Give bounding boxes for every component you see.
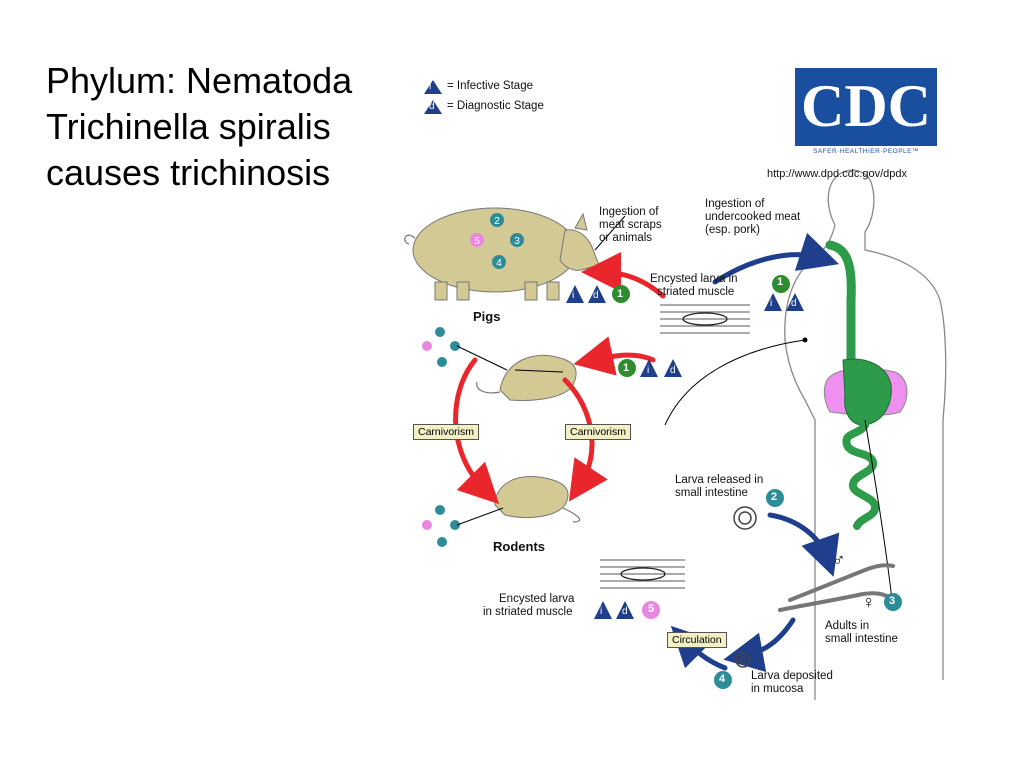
label-pigs: Pigs bbox=[473, 309, 501, 324]
muscle-tissue-bottom bbox=[600, 559, 685, 589]
label-carnivorism-right: Carnivorism bbox=[565, 424, 632, 440]
life-cycle-diagram: 2 3 4 5 bbox=[395, 60, 950, 710]
stage-pig-d: d bbox=[593, 290, 599, 301]
stage-bottom-i: i bbox=[600, 606, 603, 617]
label-adults-1: Adults in bbox=[825, 620, 870, 632]
pointer-lines bbox=[514, 215, 893, 601]
intestine-shape bbox=[842, 421, 880, 530]
muscle-tissue-top bbox=[660, 304, 750, 334]
stage-circle-2 bbox=[766, 489, 784, 507]
stage-human-i: i bbox=[770, 298, 773, 309]
diagram-graphics: 2 3 4 5 bbox=[404, 169, 947, 700]
label-ingestion-scraps-2: meat scraps bbox=[599, 219, 662, 231]
stage-bottom-d: d bbox=[622, 606, 628, 617]
legend-diagnostic-label: = Diagnostic Stage bbox=[447, 100, 544, 112]
stage-2-label: 2 bbox=[771, 491, 778, 503]
label-rodents: Rodents bbox=[493, 539, 545, 554]
adult-worms bbox=[778, 563, 895, 612]
male-symbol: ♂ bbox=[832, 550, 846, 570]
legend-diagnostic-symbol: d bbox=[429, 101, 435, 112]
label-larva-deposited-1: Larva deposited bbox=[751, 670, 833, 682]
label-encysted-top-2: striated muscle bbox=[657, 286, 735, 298]
label-encysted-bottom-2: in striated muscle bbox=[483, 606, 573, 618]
stage-rodent-i: i bbox=[647, 365, 650, 376]
deposited-larva bbox=[735, 652, 751, 668]
rodent-illustration-2 bbox=[494, 476, 581, 523]
stage-pig-1: 1 bbox=[617, 288, 624, 300]
svg-text:5: 5 bbox=[474, 236, 480, 247]
label-carnivorism-left: Carnivorism bbox=[413, 424, 480, 440]
stage-human-d: d bbox=[791, 298, 797, 309]
esophagus-shape bbox=[825, 240, 856, 365]
label-ingestion-scraps-3: or animals bbox=[599, 232, 653, 244]
cdc-logo: CDC SAFER·HEALTHIER·PEOPLE™ bbox=[795, 68, 937, 160]
stage-rodent-d: d bbox=[670, 365, 676, 376]
stage-human-1: 1 bbox=[777, 276, 784, 288]
label-circulation: Circulation bbox=[667, 632, 727, 648]
female-symbol: ♀ bbox=[862, 592, 876, 612]
label-ingestion-scraps-1: Ingestion of bbox=[599, 206, 659, 218]
label-ingestion-meat-3: (esp. pork) bbox=[705, 224, 760, 236]
stage-rodent-1: 1 bbox=[623, 362, 630, 374]
label-adults-2: small intestine bbox=[825, 633, 898, 645]
label-ingestion-meat-1: Ingestion of bbox=[705, 198, 765, 210]
cdc-url: http://www.dpd.cdc.gov/dpdx bbox=[767, 168, 908, 180]
svg-text:2: 2 bbox=[494, 216, 500, 227]
svg-text:3: 3 bbox=[514, 236, 520, 247]
cdc-logo-tagline: SAFER·HEALTHIER·PEOPLE™ bbox=[812, 148, 919, 155]
rodent-mini-cycle-1 bbox=[422, 327, 508, 371]
stage-bottom-5: 5 bbox=[648, 603, 655, 615]
label-larva-deposited-2: in mucosa bbox=[751, 683, 804, 695]
stage-4-label: 4 bbox=[719, 673, 726, 685]
pig-mini-cycle: 2 3 4 5 bbox=[470, 213, 524, 269]
stomach-shape bbox=[842, 358, 892, 426]
label-larva-released-2: small intestine bbox=[675, 487, 748, 499]
stage-markers-human bbox=[764, 275, 804, 311]
slide-title: Phylum: Nematoda Trichinella spiralis ca… bbox=[46, 58, 406, 196]
label-encysted-top-1: Encysted larva in bbox=[650, 273, 738, 285]
title-line-1: Phylum: Nematoda bbox=[46, 60, 353, 101]
svg-text:4: 4 bbox=[496, 258, 502, 269]
stage-3-label: 3 bbox=[889, 595, 896, 607]
legend-infective-symbol: i bbox=[429, 81, 432, 92]
label-ingestion-meat-2: undercooked meat bbox=[705, 211, 801, 223]
label-encysted-bottom-1: Encysted larva bbox=[499, 593, 575, 605]
legend-infective-label: = Infective Stage bbox=[447, 80, 533, 92]
stage-markers-bottom bbox=[594, 601, 660, 619]
stage-markers-rodent bbox=[618, 359, 682, 377]
title-line-2: Trichinella spiralis bbox=[46, 106, 331, 147]
stage-pig-i: i bbox=[572, 290, 575, 301]
cdc-logo-text: CDC bbox=[801, 73, 931, 139]
rodent-mini-cycle-2 bbox=[422, 505, 504, 547]
title-line-3: causes trichinosis bbox=[46, 152, 331, 193]
stage-circle-3 bbox=[884, 593, 902, 611]
stage-circle-4 bbox=[714, 671, 732, 689]
legend-triangles bbox=[424, 80, 442, 114]
coiled-larva bbox=[733, 506, 757, 530]
label-larva-released-1: Larva released in bbox=[675, 474, 764, 486]
stage-markers-pig bbox=[566, 285, 630, 303]
